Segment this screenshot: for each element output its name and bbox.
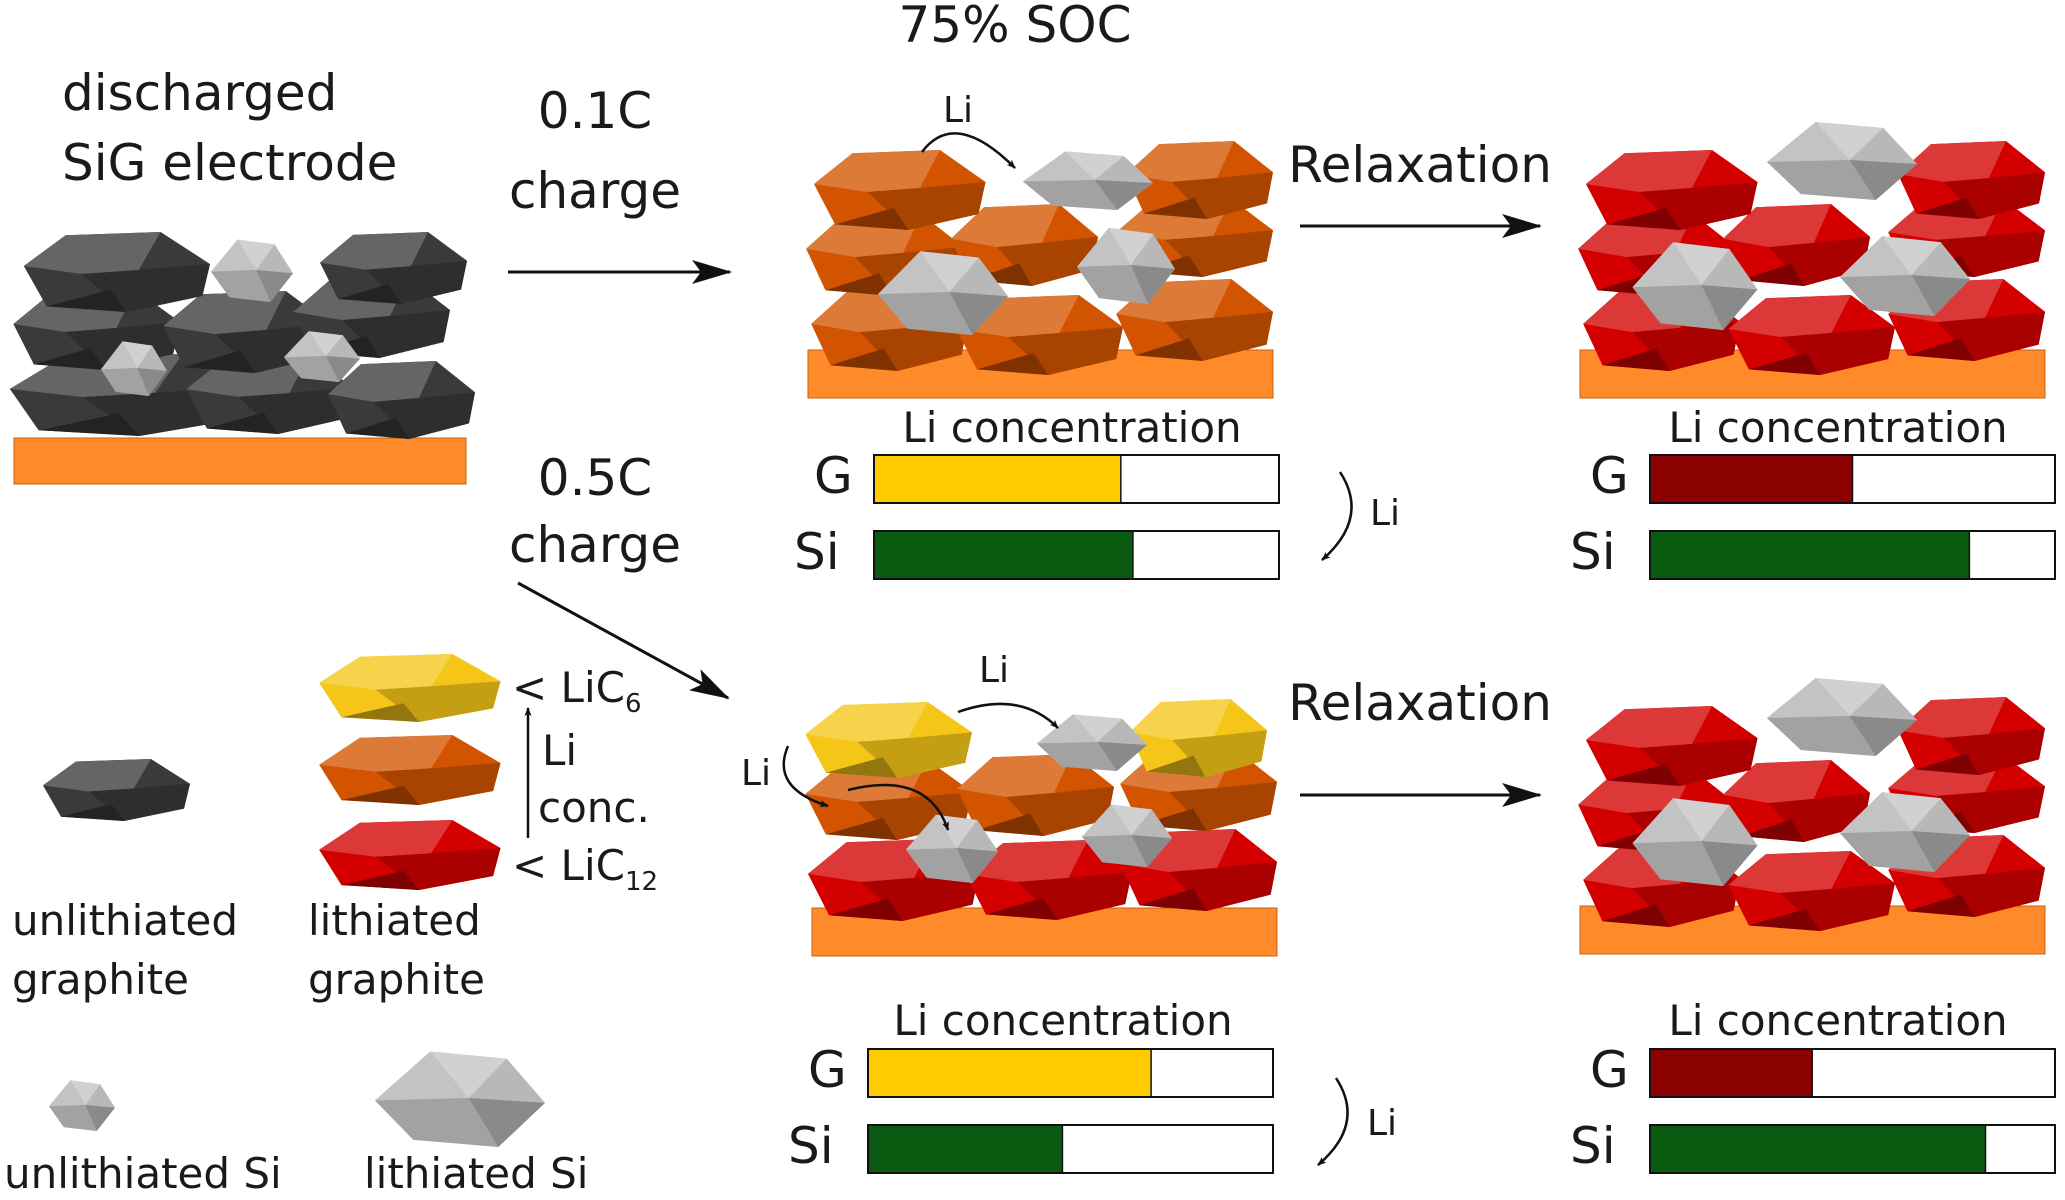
bar-label-si: Si [1570, 1117, 1616, 1175]
silicon-particle [1023, 152, 1153, 211]
legend-lithiated-graphite-line1: lithiated [308, 896, 481, 945]
bar-fill-g [1651, 456, 1853, 502]
rate-fast-line2: charge [509, 516, 681, 574]
bar-fill-g [869, 1050, 1151, 1096]
relaxation-label-top: Relaxation [1288, 136, 1552, 194]
legend-unlithiated-graphite-icon [43, 759, 190, 821]
title-soc: 75% SOC [898, 0, 1131, 54]
electrode-fast-relaxed [1578, 678, 2045, 954]
electrode-slow-relaxed [1578, 122, 2045, 398]
li-flow-label-bottom: Li [1367, 1103, 1397, 1144]
legend-conc-line2: conc. [538, 783, 650, 832]
electrode-discharged [10, 232, 475, 484]
li-transfer-label-slow: Li [943, 90, 973, 131]
silicon-particle [1767, 122, 1917, 200]
start-label-line2: SiG electrode [62, 134, 397, 192]
legend-mid-graphite-icon [319, 735, 500, 805]
bar-label-g: G [808, 1041, 847, 1099]
rate-slow-line1: 0.1C [538, 82, 652, 140]
electrode-slow-charged [806, 141, 1273, 398]
bar-title: Li concentration [902, 403, 1241, 452]
electrode-fast-charged [805, 699, 1277, 956]
bar-fill-si [1651, 1126, 1985, 1172]
li-transfer-label-fast-2: Li [741, 753, 771, 794]
bar-label-si: Si [1570, 523, 1616, 581]
bar-label-g: G [1590, 1041, 1629, 1099]
bar-label-si: Si [794, 523, 840, 581]
li-transfer-label-fast-1: Li [979, 650, 1009, 691]
graphite-flake [24, 232, 210, 312]
current-collector [14, 438, 466, 484]
relaxation-label-bottom: Relaxation [1288, 674, 1552, 732]
graphite-flake [805, 702, 972, 778]
legend-unlithiated-si: unlithiated Si [4, 1149, 282, 1195]
bar-title: Li concentration [1668, 996, 2007, 1045]
bar-fill-si [869, 1126, 1062, 1172]
li-flow-arrow-bottom [1318, 1078, 1348, 1165]
legend-lic12: < LiC12 [512, 841, 658, 897]
legend-conc-line1: Li [542, 726, 577, 775]
li-transfer-arrow-fast-1 [958, 704, 1058, 728]
bar-fill-g [875, 456, 1121, 502]
legend-unlithiated-graphite-line1: unlithiated [12, 896, 238, 945]
bar-label-g: G [814, 447, 853, 505]
legend-lic6-graphite-icon [319, 654, 500, 722]
graphite-flake [1898, 141, 2045, 219]
graphite-flake [1586, 706, 1758, 786]
silicon-particle [1767, 678, 1917, 756]
graphite-flake [1586, 150, 1758, 230]
start-label-line1: discharged [62, 64, 337, 122]
graphite-flake [328, 361, 475, 439]
bar-label-g: G [1590, 447, 1629, 505]
bar-label-si: Si [788, 1117, 834, 1175]
bar-fill-si [875, 532, 1133, 578]
bar-fill-g [1651, 1050, 1812, 1096]
rate-slow-line2: charge [509, 162, 681, 220]
legend-lic6: < LiC6 [512, 663, 641, 719]
graphite-flake [814, 150, 986, 230]
graphite-flake [1130, 699, 1267, 777]
li-flow-label-top: Li [1370, 493, 1400, 534]
bar-title: Li concentration [1668, 403, 2007, 452]
legend-lithiated-si: lithiated Si [364, 1149, 588, 1195]
legend: unlithiated graphite lithiated graphite … [4, 654, 658, 1195]
li-flow-arrow-top [1322, 472, 1352, 560]
rate-fast-line1: 0.5C [538, 449, 652, 507]
legend-lic12-graphite-icon [319, 820, 500, 890]
graphite-flake [320, 232, 467, 304]
legend-lithiated-si-icon [375, 1052, 545, 1148]
legend-unlithiated-graphite-line2: graphite [12, 955, 189, 1004]
bar-fill-si [1651, 532, 1969, 578]
bar-title: Li concentration [893, 996, 1232, 1045]
legend-unlithiated-si-icon [49, 1080, 115, 1131]
bars-slow-relaxed: Li concentrationG Si [1570, 403, 2055, 581]
graphite-flake [1898, 697, 2045, 775]
legend-lithiated-graphite-line2: graphite [308, 955, 485, 1004]
